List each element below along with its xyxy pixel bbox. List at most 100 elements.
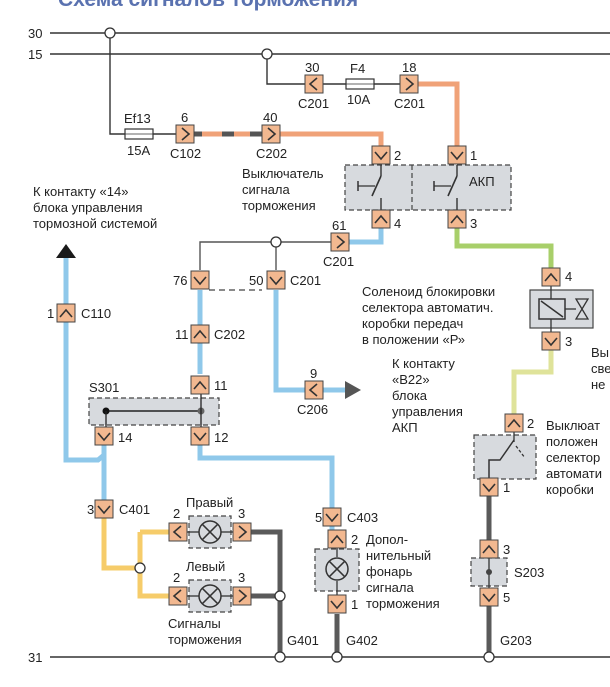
ground-g203-label: G203 bbox=[500, 633, 532, 648]
splice-s203-pin-bottom: 5 bbox=[503, 590, 510, 605]
lamp-left: Левый 2 3 bbox=[168, 559, 252, 613]
right-cut-label: Вы све не bbox=[591, 345, 610, 392]
connector-c201-61: 61 C201 bbox=[323, 218, 354, 269]
tcm-link-label-line: АКП bbox=[392, 420, 418, 435]
connector-pin-label: 30 bbox=[305, 60, 319, 75]
ground-g401-label: G401 bbox=[287, 633, 319, 648]
connector-c403-5: 5 C403 bbox=[315, 507, 378, 527]
akp-switch-pin-bottom: 3 bbox=[470, 216, 477, 231]
solenoid-pin-bottom: 3 bbox=[565, 334, 572, 349]
selector-switch-label-line: положен bbox=[546, 434, 598, 449]
power-rails: 30 15 31 bbox=[28, 26, 610, 665]
connector-c102-6: 6 C102 bbox=[170, 110, 201, 161]
solenoid-label-line: коробки передач bbox=[362, 316, 463, 331]
fuse-f4-rating: 10A bbox=[347, 92, 370, 107]
connector-name-label: C403 bbox=[347, 510, 378, 525]
extra-lamp-label-line: сигнала bbox=[366, 580, 414, 595]
tcm-link-label-line: «В22» bbox=[392, 372, 430, 387]
rail-30-label: 30 bbox=[28, 26, 42, 41]
tcm-link: К контакту «В22» блока управления АКП bbox=[345, 356, 463, 435]
connector-c401-3: 3 C401 bbox=[87, 499, 150, 519]
stop-lamps-label-line: Сигналы bbox=[168, 616, 221, 631]
ground-labels: G401 G402 G203 bbox=[287, 633, 532, 648]
connector-name-label: C401 bbox=[119, 502, 150, 517]
abs-link: К контакту «14» блока управления тормозн… bbox=[33, 184, 157, 258]
connector-pin-label: 18 bbox=[402, 60, 416, 75]
brake-switch-pin-top: 2 bbox=[394, 148, 401, 163]
selector-switch-label-line: селектор bbox=[546, 450, 600, 465]
connector-pin-label: 3 bbox=[87, 502, 94, 517]
fuse-f4: F4 10A bbox=[345, 61, 375, 107]
connector-c201-76: 76 bbox=[173, 270, 210, 290]
lamp-right-pin-right: 3 bbox=[238, 506, 245, 521]
connector-name-label: C201 bbox=[290, 273, 321, 288]
connector-c206-9: 9 C206 bbox=[297, 366, 328, 417]
splice-s203-pin-top: 3 bbox=[503, 542, 510, 557]
tcm-link-label-line: К контакту bbox=[392, 356, 455, 371]
splice-s301: S301 11 14 12 bbox=[88, 375, 228, 446]
brake-switch-pin-bottom: 4 bbox=[394, 216, 401, 231]
fuse-ef13-name: Ef13 bbox=[124, 111, 151, 126]
fuse-ef13-rating: 15A bbox=[127, 143, 150, 158]
extra-lamp-label-line: Допол- bbox=[366, 532, 408, 547]
connector-name-label: C202 bbox=[256, 146, 287, 161]
selector-switch-label-line: Выклюат bbox=[546, 418, 600, 433]
connector-c201-30: 30 C201 bbox=[298, 60, 329, 111]
junction-rail-15 bbox=[261, 48, 273, 60]
solenoid-label-line: Соленоид блокировки bbox=[362, 284, 495, 299]
extra-lamp-label-line: торможения bbox=[366, 596, 440, 611]
wires bbox=[63, 33, 554, 657]
extra-lamp-pin-top: 2 bbox=[351, 532, 358, 547]
solenoid-label-line: в положении «Р» bbox=[362, 332, 465, 347]
solenoid-label-line: селектора автоматич. bbox=[362, 300, 493, 315]
connector-pin-label: 11 bbox=[175, 327, 189, 342]
rail-15-label: 15 bbox=[28, 47, 42, 62]
lamp-right-label: Правый bbox=[186, 495, 233, 510]
ground-g203-point bbox=[483, 651, 495, 663]
abs-link-label-line: К контакту «14» bbox=[33, 184, 128, 199]
fuse-ef13: Ef13 15A bbox=[124, 111, 154, 158]
junctions bbox=[104, 27, 495, 663]
junction-g401-branch bbox=[274, 590, 286, 602]
selector-switch-pin-bottom: 1 bbox=[503, 480, 510, 495]
connector-c110-1: 1 C110 bbox=[47, 303, 111, 323]
connector-name-label: C201 bbox=[323, 254, 354, 269]
splice-s301-pin-left: 14 bbox=[118, 430, 132, 445]
rail-31-label: 31 bbox=[28, 650, 42, 665]
ground-g402-label: G402 bbox=[346, 633, 378, 648]
connector-pin-label: 76 bbox=[173, 273, 187, 288]
right-cut-label-line: Вы bbox=[591, 345, 609, 360]
akp-switch-pin-top: 1 bbox=[470, 148, 477, 163]
akp-switch-label: АКП bbox=[469, 174, 495, 189]
splice-s301-name: S301 bbox=[89, 380, 119, 395]
stop-lamps-label: Сигналы торможения bbox=[168, 616, 242, 647]
connector-pin-label: 9 bbox=[310, 366, 317, 381]
lamp-left-pin-right: 3 bbox=[238, 570, 245, 585]
splice-s203-name: S203 bbox=[514, 565, 544, 580]
connector-pin-label: 40 bbox=[263, 110, 277, 125]
junction-rail-30 bbox=[104, 27, 116, 39]
lamp-left-label: Левый bbox=[186, 559, 225, 574]
valve-icon bbox=[574, 298, 590, 320]
connector-name-label: C202 bbox=[214, 327, 245, 342]
brake-switch-component: АКП 2 4 1 3 Выключатель сигнала торможен… bbox=[242, 145, 512, 231]
abs-link-label-line: блока управления bbox=[33, 200, 143, 215]
connector-name-label: C201 bbox=[394, 96, 425, 111]
fuse-f4-name: F4 bbox=[350, 61, 365, 76]
right-cut-label-line: не bbox=[591, 377, 605, 392]
selector-switch-label-line: коробки bbox=[546, 482, 594, 497]
connector-name-label: C110 bbox=[81, 306, 111, 321]
brake-switch-label-line: сигнала bbox=[242, 182, 290, 197]
connector-c202-11: 11 C202 bbox=[175, 324, 245, 344]
connector-pin-label: 61 bbox=[332, 218, 346, 233]
solenoid-component: 4 3 Соленоид блокировки селектора автома… bbox=[362, 267, 594, 351]
ground-g401-point bbox=[274, 651, 286, 663]
selector-switch-pin-top: 2 bbox=[527, 416, 534, 431]
connector-pin-label: 50 bbox=[249, 273, 263, 288]
connector-c201-18: 18 C201 bbox=[394, 60, 425, 111]
extra-brake-lamp: 2 1 Допол- нительный фонарь сигнала торм… bbox=[314, 529, 440, 614]
extra-lamp-label-line: нительный bbox=[366, 548, 431, 563]
brake-switch-label-line: Выключатель bbox=[242, 166, 324, 181]
connector-c201-50: 50 C201 bbox=[249, 270, 321, 290]
